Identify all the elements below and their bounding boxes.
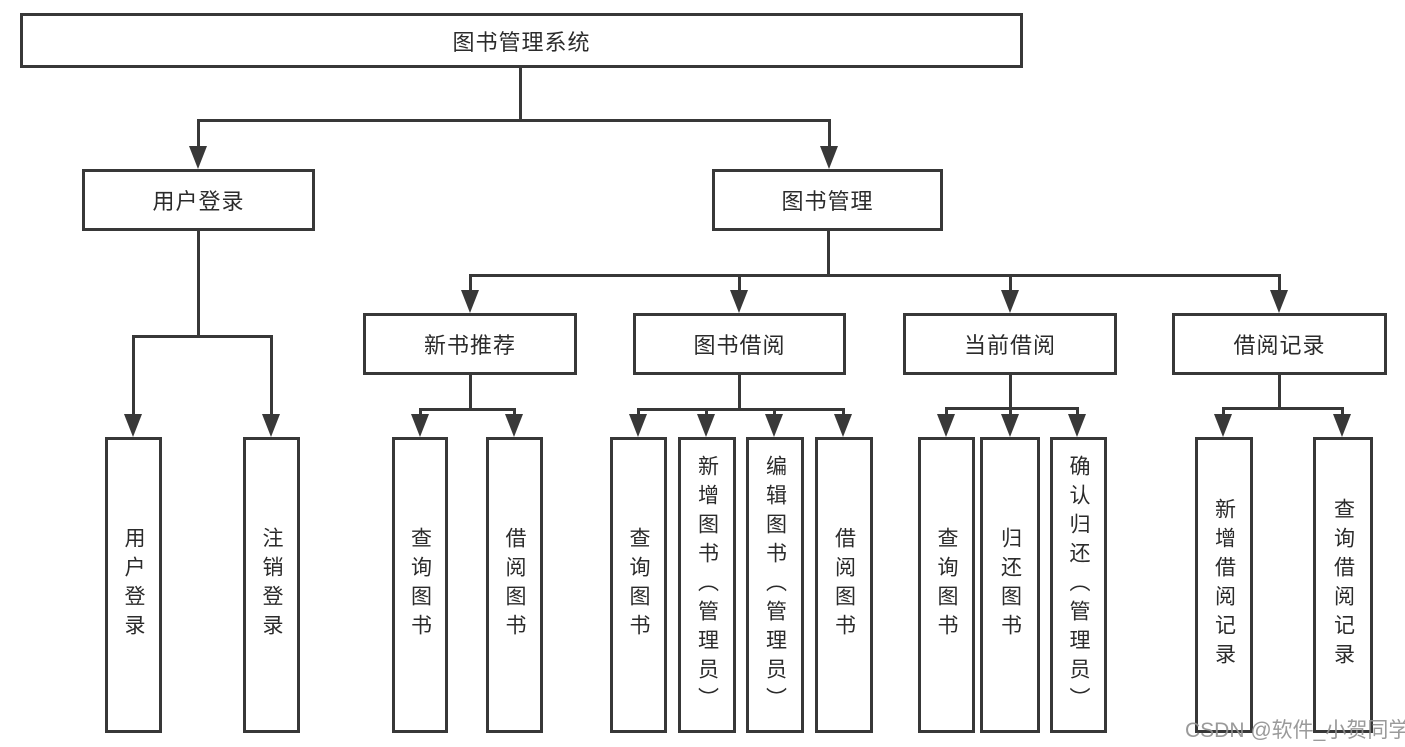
connector-current-stem: [1009, 375, 1012, 410]
leaf-query-book-recommend: 查询图书: [392, 437, 448, 733]
connector-root-stem: [519, 68, 522, 122]
node-book-borrow: 图书借阅: [633, 313, 846, 375]
node-new-book-recommend-label: 新书推荐: [423, 333, 516, 358]
connector-drop-query1: [419, 408, 422, 418]
arrowhead-queryrec: [1333, 414, 1351, 437]
node-user-login: 用户登录: [82, 169, 315, 231]
connector-bookmgmt-stem: [827, 231, 830, 277]
arrowhead-query3: [937, 414, 955, 437]
node-book-management-label: 图书管理: [781, 189, 874, 214]
arrowhead-book-management: [820, 146, 838, 169]
arrowhead-book-borrow: [730, 290, 748, 313]
leaf-user-login-label: 用户登录: [122, 527, 145, 643]
connector-drop-editbook: [773, 408, 776, 418]
connector-drop-borrow2: [842, 408, 845, 418]
connector-current-split: [945, 407, 1079, 410]
leaf-add-borrow-record-label: 新增借阅记录: [1212, 498, 1236, 672]
connector-newbook-split: [419, 408, 516, 411]
arrowhead-return: [1001, 414, 1019, 437]
leaf-confirm-return-admin: 确认归还（管理员）: [1050, 437, 1107, 733]
arrowhead-current-borrow: [1001, 290, 1019, 313]
leaf-return-book-label: 归还图书: [998, 527, 1022, 643]
connector-drop-user-login: [197, 119, 200, 150]
leaf-confirm-return-admin-label: 确认归还（管理员）: [1067, 454, 1090, 716]
connector-drop-return: [1009, 407, 1012, 418]
arrowhead-addbook: [697, 414, 715, 437]
arrowhead-borrow-records: [1270, 290, 1288, 313]
arrowhead-confirm: [1068, 414, 1086, 437]
connector-borrowmod-split: [637, 408, 845, 411]
leaf-query-book-borrow: 查询图书: [610, 437, 667, 733]
arrowhead-borrow2: [834, 414, 852, 437]
connector-drop-leaf-logout: [270, 335, 273, 417]
leaf-user-login: 用户登录: [105, 437, 162, 733]
leaf-query-book-current-label: 查询图书: [935, 527, 958, 643]
leaf-query-borrow-record: 查询借阅记录: [1313, 437, 1373, 733]
connector-records-split: [1222, 407, 1344, 410]
leaf-edit-book-admin: 编辑图书（管理员）: [746, 437, 804, 733]
leaf-logout-label: 注销登录: [260, 527, 283, 643]
arrowhead-query2: [629, 414, 647, 437]
leaf-add-book-admin-label: 新增图书（管理员）: [695, 454, 719, 716]
connector-newbook-stem: [469, 375, 472, 411]
csdn-watermark: CSDN @软件_小贺同学: [1185, 719, 1405, 742]
node-borrow-records: 借阅记录: [1172, 313, 1387, 375]
connector-drop-new-book: [469, 274, 472, 294]
node-root-label: 图书管理系统: [452, 29, 591, 55]
arrowhead-addrec: [1214, 414, 1232, 437]
connector-drop-confirm: [1076, 407, 1079, 418]
connector-root-split: [197, 119, 831, 122]
arrowhead-new-book: [461, 290, 479, 313]
connector-drop-borrow1: [513, 408, 516, 418]
node-user-login-label: 用户登录: [152, 189, 245, 214]
leaf-query-book-recommend-label: 查询图书: [408, 527, 432, 643]
node-borrow-records-label: 借阅记录: [1233, 333, 1326, 358]
leaf-edit-book-admin-label: 编辑图书（管理员）: [763, 454, 787, 716]
connector-drop-leaf-user-login: [132, 335, 135, 417]
leaf-borrow-book-label: 借阅图书: [832, 527, 856, 643]
arrowhead-user-login: [189, 146, 207, 169]
node-current-borrow: 当前借阅: [903, 313, 1117, 375]
connector-drop-borrow-records: [1278, 274, 1281, 294]
leaf-add-book-admin: 新增图书（管理员）: [678, 437, 736, 733]
leaf-borrow-book: 借阅图书: [815, 437, 873, 733]
connector-drop-queryrec: [1341, 407, 1344, 418]
leaf-query-borrow-record-label: 查询借阅记录: [1331, 498, 1355, 672]
leaf-borrow-book-recommend: 借阅图书: [486, 437, 543, 733]
arrowhead-leaf-user-login: [124, 414, 142, 437]
connector-drop-current-borrow: [1009, 274, 1012, 294]
arrowhead-query1: [411, 414, 429, 437]
connector-drop-query3: [945, 407, 948, 418]
arrowhead-borrow1: [505, 414, 523, 437]
connector-drop-addbook: [705, 408, 708, 418]
connector-drop-query2: [637, 408, 640, 418]
node-book-management: 图书管理: [712, 169, 943, 231]
connector-drop-book-borrow: [738, 274, 741, 294]
connector-drop-addrec: [1222, 407, 1225, 418]
leaf-query-book-current: 查询图书: [918, 437, 975, 733]
leaf-add-borrow-record: 新增借阅记录: [1195, 437, 1253, 733]
leaf-logout: 注销登录: [243, 437, 300, 733]
leaf-borrow-book-recommend-label: 借阅图书: [503, 527, 526, 643]
leaf-return-book: 归还图书: [980, 437, 1040, 733]
arrowhead-leaf-logout: [262, 414, 280, 437]
arrowhead-editbook: [765, 414, 783, 437]
connector-bookmgmt-split: [469, 274, 1281, 277]
connector-drop-book-management: [828, 119, 831, 150]
node-new-book-recommend: 新书推荐: [363, 313, 577, 375]
connector-records-stem: [1278, 375, 1281, 410]
leaf-query-book-borrow-label: 查询图书: [627, 527, 650, 643]
node-book-borrow-label: 图书借阅: [693, 333, 786, 358]
node-current-borrow-label: 当前借阅: [963, 333, 1056, 358]
connector-userlogin-stem: [197, 231, 200, 338]
connector-userlogin-split: [132, 335, 273, 338]
connector-borrowmod-stem: [738, 375, 741, 411]
node-root-system: 图书管理系统: [20, 13, 1023, 68]
